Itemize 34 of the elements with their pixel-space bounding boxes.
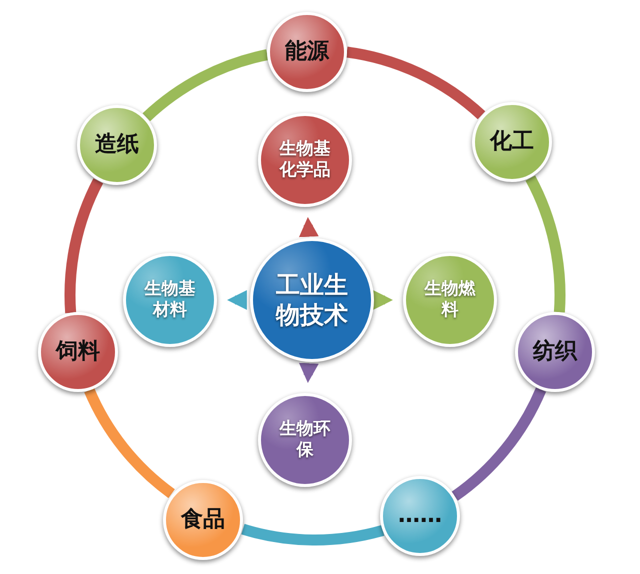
ring-segment [346,46,485,120]
ring-segment [242,524,384,546]
industry-circle [515,312,595,392]
industry-circle [163,480,243,560]
circle-label: 能源 [284,38,330,66]
ring-segment [142,49,269,122]
arrow [298,217,319,238]
industry-circle [472,102,552,182]
field-circle [258,393,352,487]
field-circle [123,253,217,347]
circle-label: 生物基材料 [144,278,196,322]
circle-label: …… [397,502,443,530]
ring-segment [64,178,104,313]
circle-label: 纺织 [532,338,578,366]
circle-label: 生物环保 [280,418,330,462]
industry-circle [267,12,347,92]
arrow [227,290,247,310]
circle-label: 食品 [180,506,226,534]
industry-circle [380,476,460,556]
ring-segment [451,387,546,501]
circle-label: 生物基化学品 [280,138,330,182]
field-circle [258,113,352,207]
circle-label: 化工 [488,128,535,156]
circle-label: 饲料 [54,338,101,366]
ring-segment [84,388,176,498]
ring-segment [525,176,566,312]
industry-circle [38,312,118,392]
arrow [373,290,393,310]
industry-circle [77,105,157,185]
circle-label: 造纸 [94,131,140,159]
circle-label: 生物燃料 [424,278,476,322]
field-circle [403,253,497,347]
arrow [298,362,319,383]
circle-label: 工业生物技术 [276,270,348,330]
